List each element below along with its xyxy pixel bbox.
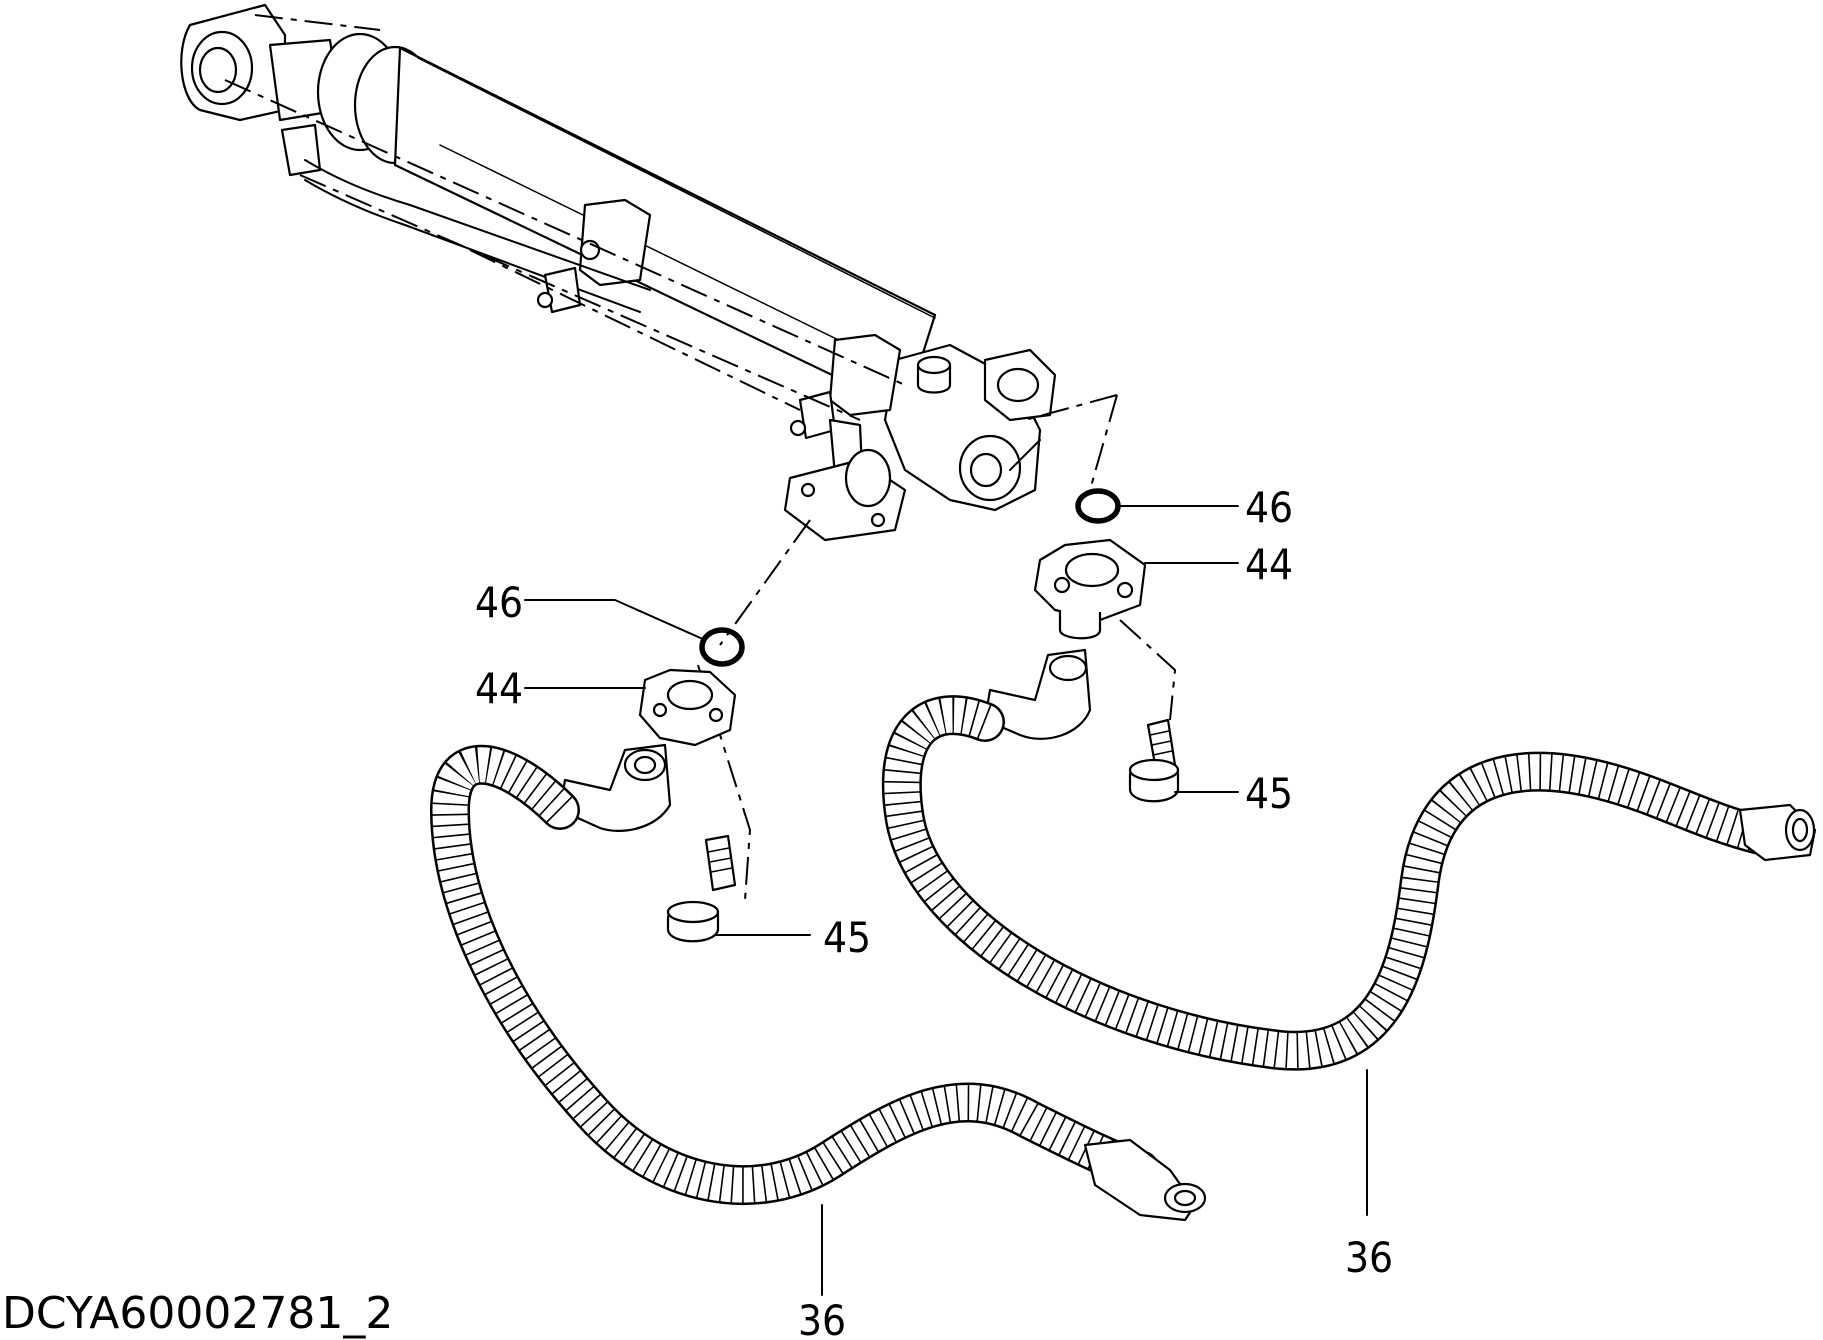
callout-46-left: 46 [475,578,523,627]
callout-36-left: 36 [798,1296,846,1340]
callout-46-right: 46 [1245,483,1293,532]
callout-45-right: 45 [1245,769,1293,818]
callout-44-right: 44 [1245,540,1293,589]
bolt-right [1128,718,1180,803]
hose-right [881,695,1780,1071]
o-ring-right [1075,488,1121,524]
leader-lines [524,505,1368,1296]
callout-36-right: 36 [1345,1233,1393,1282]
hose-assembly-right [881,488,1817,1071]
hydraulic-cylinder [180,3,1057,542]
o-ring-left [699,627,745,667]
callout-45-left: 45 [823,913,871,962]
figure-id-caption: DCYA60002781_2 [2,1288,393,1339]
hose-left [430,744,1160,1205]
bolt-left [666,834,737,943]
hose-assembly-left [430,627,1207,1222]
callout-44-left: 44 [475,664,523,713]
